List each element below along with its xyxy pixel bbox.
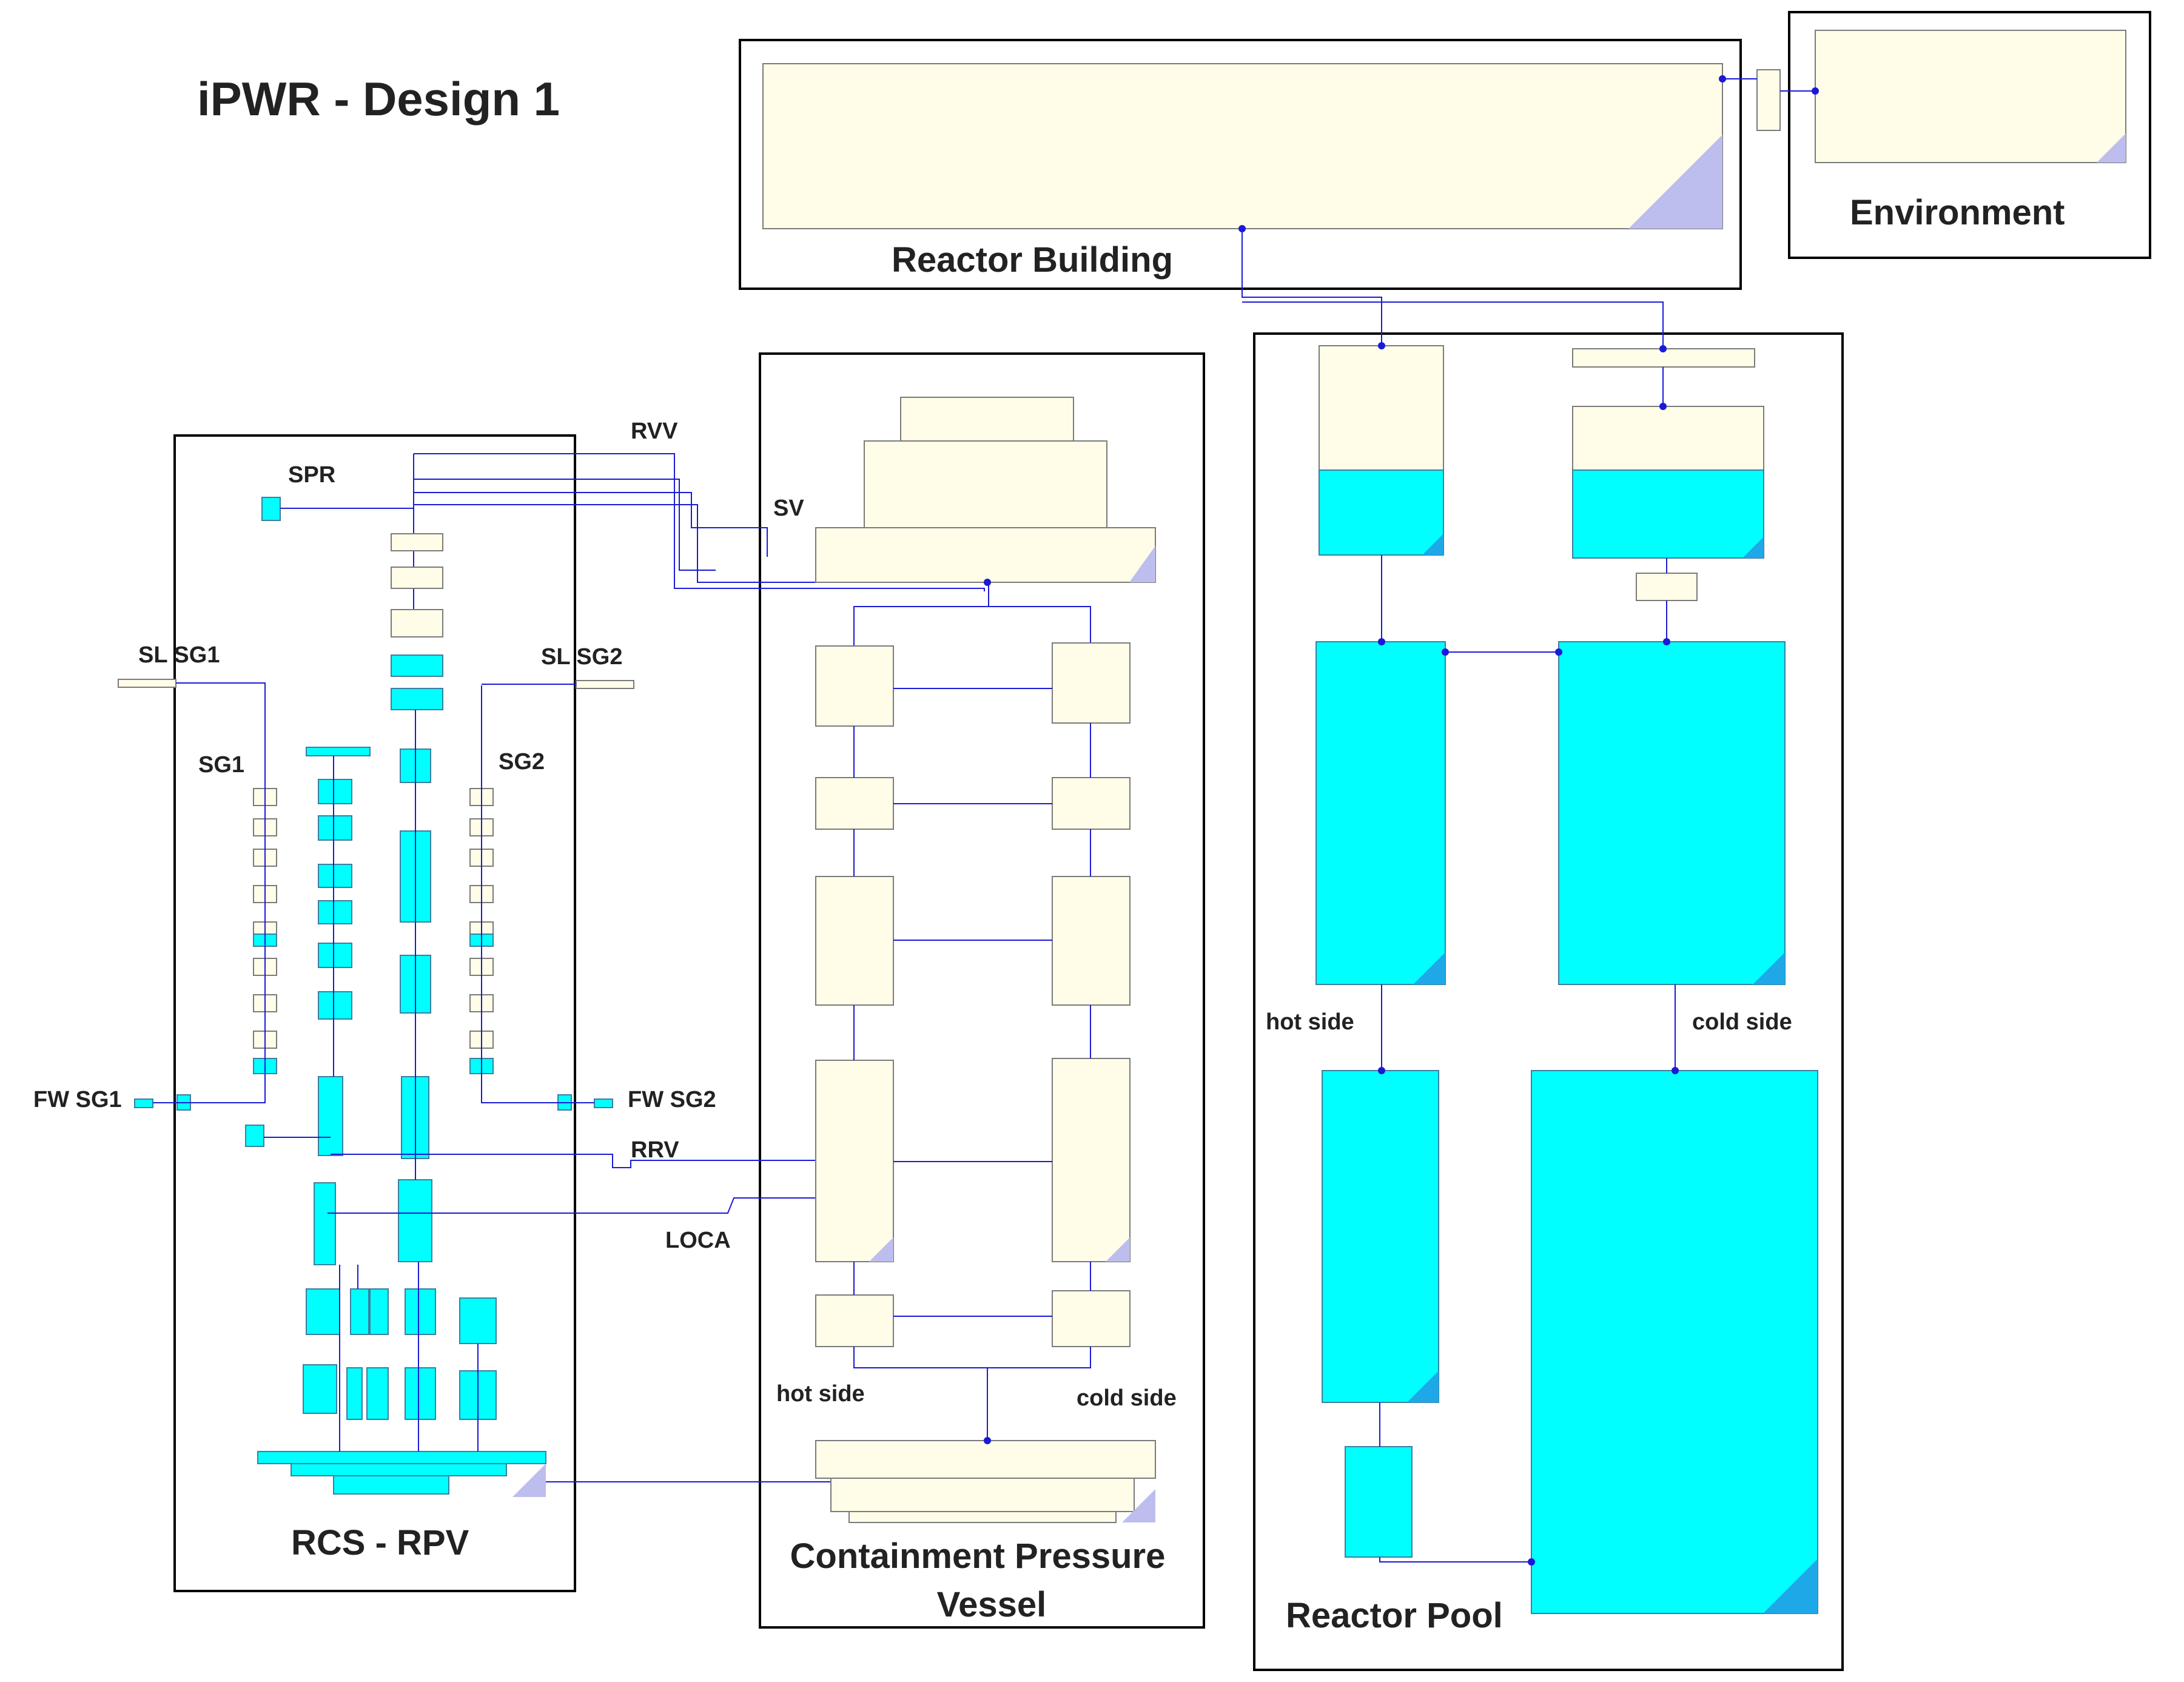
label-pool-cold-side: cold side (1692, 1009, 1792, 1035)
label-containment-hot-side: hot side (776, 1381, 865, 1407)
label-reactor-building: Reactor Building (892, 240, 1173, 280)
label-sg1: SG1 (198, 752, 244, 778)
label-fw-sg1: FW SG1 (33, 1087, 122, 1112)
corner-marker (2097, 133, 2126, 163)
connection-node (1238, 225, 1246, 232)
reactor-pool-network (1315, 342, 1818, 1614)
label-sl-sg1: SL SG1 (138, 642, 220, 668)
reactor-pool-frame (1253, 332, 1844, 1671)
label-fw-sg2: FW SG2 (628, 1087, 716, 1112)
label-loca: LOCA (665, 1228, 731, 1253)
connection-node (1812, 87, 1819, 95)
label-rrv: RRV (631, 1137, 679, 1163)
environment-frame (1788, 11, 2151, 259)
label-containment-cold-side: cold side (1077, 1385, 1177, 1411)
environment-volume (1815, 30, 2126, 163)
connection-node (1719, 75, 1726, 82)
reactor-building-volume (762, 63, 1723, 229)
containment-network (815, 397, 1156, 1523)
building-env-junction (1756, 69, 1781, 131)
label-rcs-rpv: RCS - RPV (291, 1523, 469, 1563)
label-sv: SV (773, 496, 804, 521)
flow-path (1242, 301, 1664, 349)
label-rvv: RVV (631, 419, 678, 444)
label-pool-hot-side: hot side (1266, 1009, 1354, 1035)
diagram-title: iPWR - Design 1 (197, 72, 560, 126)
label-sg2: SG2 (499, 749, 545, 775)
label-spr: SPR (288, 462, 335, 488)
label-environment: Environment (1850, 193, 2065, 232)
rcs-rpv-frame (173, 434, 576, 1592)
flow-path (1242, 229, 1382, 346)
label-sl-sg2: SL SG2 (541, 644, 622, 670)
containment-frame (759, 352, 1205, 1629)
corner-marker (1628, 135, 1722, 229)
rcs-rpv-network (118, 453, 985, 1497)
label-reactor-pool: Reactor Pool (1286, 1596, 1503, 1635)
label-containment: Containment Pressure Vessel (790, 1536, 1175, 1624)
reactor-building-frame (739, 39, 1742, 290)
